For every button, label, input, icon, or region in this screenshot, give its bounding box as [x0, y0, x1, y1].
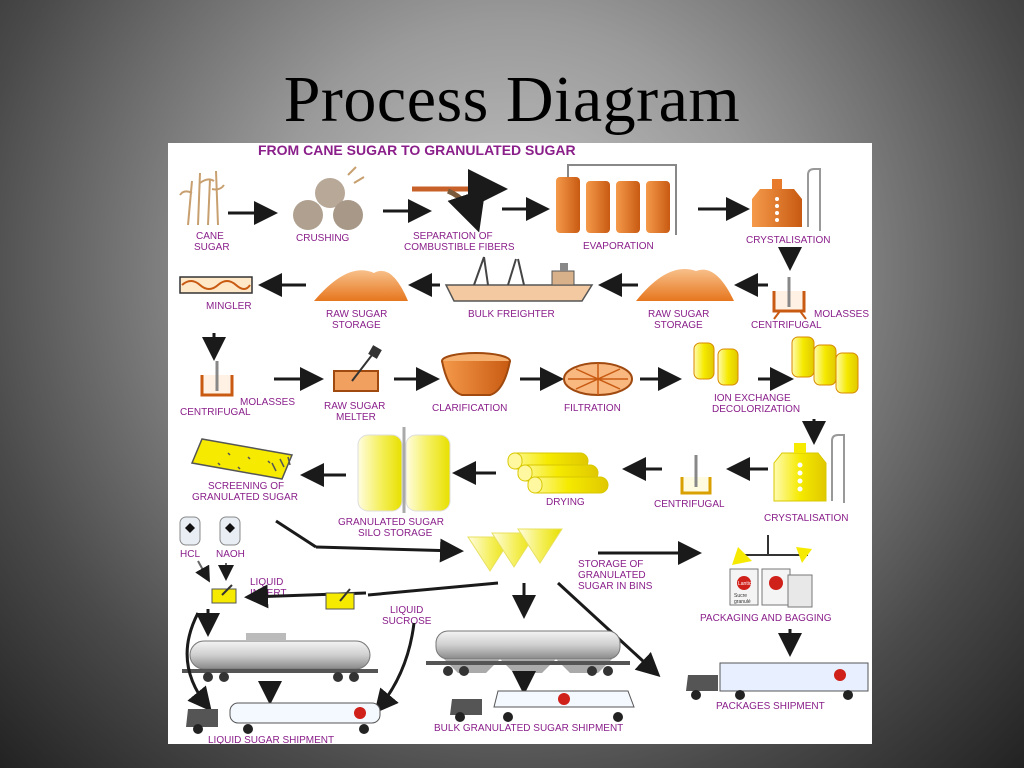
bins-storage-icon — [467, 528, 563, 572]
label-centrifugal-2: CENTRIFUGAL — [180, 407, 251, 418]
label-liquid-sucrose-2: SUCROSE — [382, 616, 432, 627]
granulated-sugar-silo-icon — [357, 427, 451, 513]
arrow — [185, 612, 212, 712]
label-cane-2: SUGAR — [194, 242, 230, 253]
centrifugal-icon — [200, 361, 234, 397]
label-bulk-freighter: BULK FREIGHTER — [468, 309, 555, 320]
raw-sugar-pile-icon — [636, 269, 734, 301]
arrow — [275, 519, 317, 549]
label-bulk-shipment: BULK GRANULATED SUGAR SHIPMENT — [434, 723, 623, 734]
arrow — [374, 622, 416, 714]
label-raw-storage-1a: RAW SUGAR — [326, 309, 387, 320]
diagram-heading: FROM CANE SUGAR TO GRANULATED SUGAR — [258, 143, 576, 158]
label-raw-storage-1b: STORAGE — [332, 320, 381, 331]
label-silo-1: GRANULATED SUGAR — [338, 517, 444, 528]
process-diagram: FROM CANE SUGAR TO GRANULATED SUGAR CANE… — [168, 143, 872, 744]
label-liquid-invert-1: LIQUID — [250, 577, 283, 588]
hcl-tank-icon — [179, 516, 201, 546]
cane-sugar-icon — [179, 170, 225, 226]
label-screening-1: SCREENING OF — [208, 481, 284, 492]
packages-truck-icon — [686, 662, 869, 700]
label-cane-1: CANE — [196, 231, 224, 242]
label-evaporation: EVAPORATION — [583, 241, 654, 252]
raw-sugar-melter-icon — [333, 345, 382, 392]
mingler-icon — [179, 276, 253, 294]
label-crushing: CRUSHING — [296, 233, 350, 244]
label-ion-exchange-1: ION EXCHANGE — [714, 393, 791, 404]
ion-exchange-tanks-icon — [693, 336, 859, 394]
liquid-sucrose-tank-icon — [325, 588, 355, 610]
arrow — [367, 581, 499, 597]
liquid-tanker-truck-icon — [186, 702, 381, 734]
label-hcl: HCl — [180, 549, 200, 560]
evaporation-tanks-icon — [556, 164, 677, 235]
label-screening-2: GRANULATED SUGAR — [192, 492, 298, 503]
label-clarification: CLARIFICATION — [432, 403, 507, 414]
label-crystalisation-1: CRYSTALISATION — [746, 235, 830, 246]
label-centrifugal-3: CENTRIFUGAL — [654, 499, 725, 510]
crushing-rollers-icon — [293, 166, 365, 230]
label-naoh: NaOH — [216, 549, 245, 560]
arrow — [556, 581, 661, 678]
bag-text-2: granulé — [734, 599, 751, 605]
tank-rail-car-icon — [182, 633, 378, 682]
label-packages-shipment: PACKAGES SHIPMENT — [716, 701, 825, 712]
naoh-tank-icon — [219, 516, 241, 546]
slide-title: Process Diagram — [283, 63, 741, 136]
crystalisation-tank-icon — [773, 434, 845, 503]
bag-brand: Lantic — [738, 581, 752, 587]
liquid-invert-tank-icon — [211, 584, 237, 604]
centrifugal-icon — [772, 277, 807, 320]
label-liquid-shipment: LIQUID SUGAR SHIPMENT — [208, 735, 334, 744]
arrow — [195, 560, 210, 583]
separation-icon — [412, 169, 508, 233]
label-bins-3: SUGAR IN BINS — [578, 581, 653, 592]
label-ion-exchange-2: DECOLORIZATION — [712, 404, 800, 415]
label-molasses-1: Molasses — [814, 309, 869, 320]
label-raw-storage-2b: STORAGE — [654, 320, 703, 331]
label-molasses-2: Molasses — [240, 397, 295, 408]
filtration-drum-icon — [563, 362, 633, 396]
label-separation-1: SEPARATION OF — [413, 231, 493, 242]
label-filtration: FILTRATION — [564, 403, 621, 414]
label-centrifugal-1: CENTRIFUGAL — [751, 320, 822, 331]
label-separation-2: COMBUSTIBLE FIBERS — [404, 242, 515, 253]
screening-sieve-icon — [190, 438, 294, 480]
label-liquid-sucrose-1: LIQUID — [390, 605, 423, 616]
drying-cylinders-icon — [507, 452, 609, 494]
raw-sugar-pile-icon — [314, 270, 408, 301]
label-crystalisation-2: CRYSTALISATION — [764, 513, 848, 524]
arrow — [315, 538, 464, 563]
hopper-rail-car-icon — [426, 630, 630, 676]
packaging-bags-icon: Lantic Sucre granulé — [729, 535, 813, 608]
clarification-tank-icon — [441, 352, 511, 396]
label-melter-2: MELTER — [336, 412, 376, 423]
bulk-freighter-ship-icon — [444, 256, 594, 302]
label-bins-1: STORAGE OF — [578, 559, 643, 570]
centrifugal-icon — [680, 455, 712, 495]
crystalisation-tank-icon — [752, 168, 821, 231]
label-mingler: MINGLER — [206, 301, 252, 312]
label-melter-1: RAW SUGAR — [324, 401, 385, 412]
label-packaging: PACKAGING AND BAGGING — [700, 613, 832, 624]
bag-text-1: Sucre — [734, 593, 747, 599]
label-drying: DRYING — [546, 497, 585, 508]
label-bins-2: GRANULATED — [578, 570, 646, 581]
label-raw-storage-2a: RAW SUGAR — [648, 309, 709, 320]
label-silo-2: SILO STORAGE — [358, 528, 433, 539]
process-diagram-svg: FROM CANE SUGAR TO GRANULATED SUGAR CANE… — [179, 143, 869, 744]
bulk-tanker-truck-icon — [450, 690, 635, 722]
